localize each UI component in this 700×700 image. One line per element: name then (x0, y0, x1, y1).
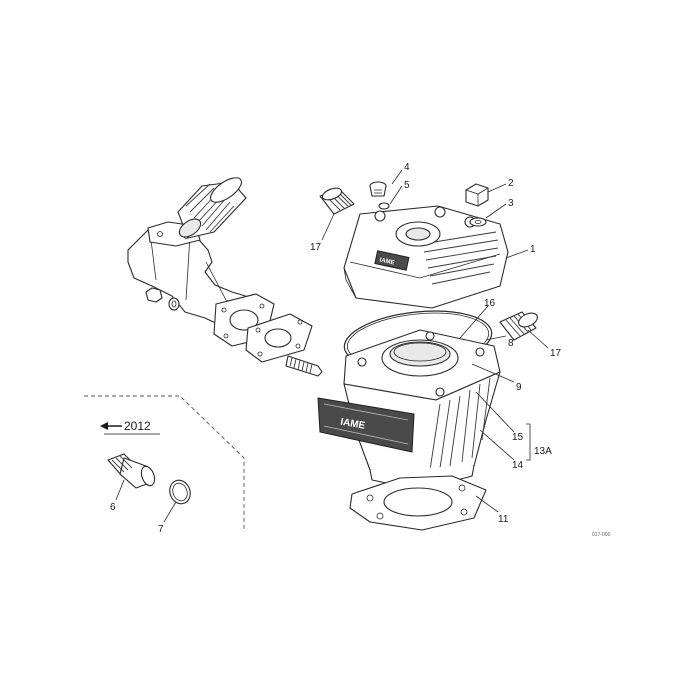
hex-nut (465, 183, 489, 227)
leader-lines (115, 169, 549, 523)
fitting-left (319, 187, 355, 215)
exhaust-stud (285, 355, 323, 377)
inset-fitting (107, 453, 156, 489)
reference-code: 017-000 (592, 532, 611, 538)
cylinder-head: IAME (343, 205, 509, 309)
callout-2: 2 (508, 178, 514, 189)
callout-8: 8 (508, 338, 514, 349)
callout-16: 16 (484, 298, 496, 309)
corrugated-hose (177, 177, 247, 239)
callout-13a: 13A (534, 446, 552, 457)
callout-4: 4 (404, 162, 410, 173)
callout-17-right: 17 (550, 348, 562, 359)
inset-o-ring (169, 479, 191, 505)
cylinder-brand-label: IAME (339, 417, 366, 432)
callout-11: 11 (498, 514, 509, 525)
callout-3: 3 (508, 198, 514, 209)
fitting-right (499, 311, 538, 341)
inset-year-label: 2012 (124, 419, 151, 433)
callouts: 4 5 2 3 1 17 17 16 8 9 15 14 13A 11 6 7 (110, 162, 562, 535)
manifold-nut (145, 287, 180, 311)
callout-17-left: 17 (310, 242, 322, 253)
cylinder: IAME (317, 329, 501, 491)
callout-5: 5 (404, 180, 410, 191)
exhaust-gasket (245, 313, 313, 363)
callout-14: 14 (512, 460, 524, 471)
head-brand-label: IAME (379, 258, 395, 267)
spark-plug-adapter (369, 181, 390, 210)
callout-7: 7 (158, 524, 164, 535)
base-gasket (349, 475, 487, 531)
callout-1: 1 (530, 244, 536, 255)
callout-9: 9 (516, 382, 522, 393)
inset-2012: 2012 (84, 395, 245, 532)
callout-6: 6 (110, 502, 116, 513)
callout-15: 15 (512, 432, 524, 443)
